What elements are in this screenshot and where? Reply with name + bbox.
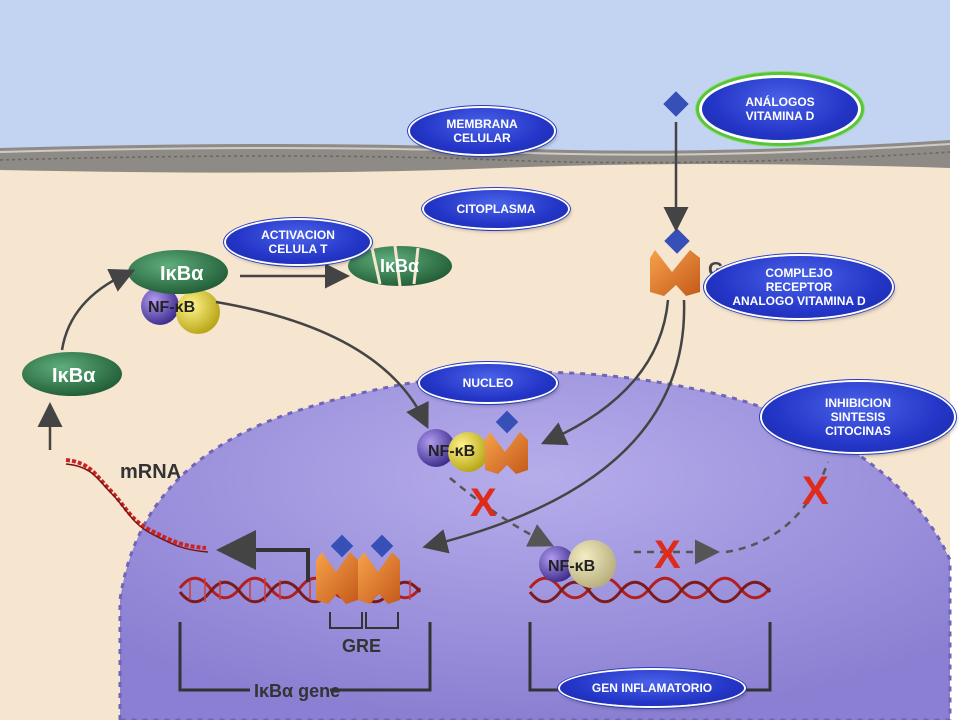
membrane-receptor-complex: G [650, 228, 724, 296]
label-gen-inflamatorio: GEN INFLAMATORIO [560, 670, 744, 706]
svg-text:IκBα: IκBα [160, 263, 204, 285]
label-citoplasma: CITOPLASMA [424, 190, 568, 228]
mrna-strand [65, 458, 207, 550]
svg-text:GRE: GRE [342, 636, 381, 656]
nuclear-nfkb-receptor-complex: NF-κB [417, 410, 528, 474]
inflammatory-gene-dna [528, 576, 772, 604]
svg-text:NF-κB: NF-κB [548, 558, 595, 575]
label-inhibicion-sintesis: INHIBICION SINTESIS CITOCINAS [762, 382, 954, 452]
label-membrana-celular: MEMBRANA CELULAR [410, 108, 554, 154]
inhibition-x-2: X [654, 533, 681, 577]
inhibition-x-3: X [802, 469, 829, 513]
free-ikba: IκBα [22, 352, 122, 396]
ikba-nfkb-complex: IκBα NF-κB [128, 250, 228, 334]
svg-text:IκBα: IκBα [380, 256, 419, 276]
inhibition-x-1: X [470, 481, 497, 525]
svg-text:IκBα gene: IκBα gene [254, 681, 340, 701]
svg-text:IκBα: IκBα [52, 365, 96, 387]
label-analogos-vitamina-d: ANÁLOGOS VITAMINA D [702, 78, 858, 140]
degraded-ikba: IκBα [348, 245, 452, 287]
gre-receptor-pair [316, 534, 400, 604]
svg-text:mRNA: mRNA [120, 461, 181, 483]
svg-text:NF-κB: NF-κB [148, 299, 195, 316]
label-complejo-receptor: COMPLEJO RECEPTOR ANALOGO VITAMINA D [706, 256, 892, 318]
label-nucleo: NUCLEO [420, 364, 556, 402]
vitamin-d-analog-ligand [663, 91, 689, 117]
nfkb-on-inflammatory-gene: NF-κB [539, 540, 616, 588]
label-activacion-celula-t: ACTIVACION CELULA T [226, 220, 370, 264]
svg-text:NF-κB: NF-κB [428, 443, 475, 460]
